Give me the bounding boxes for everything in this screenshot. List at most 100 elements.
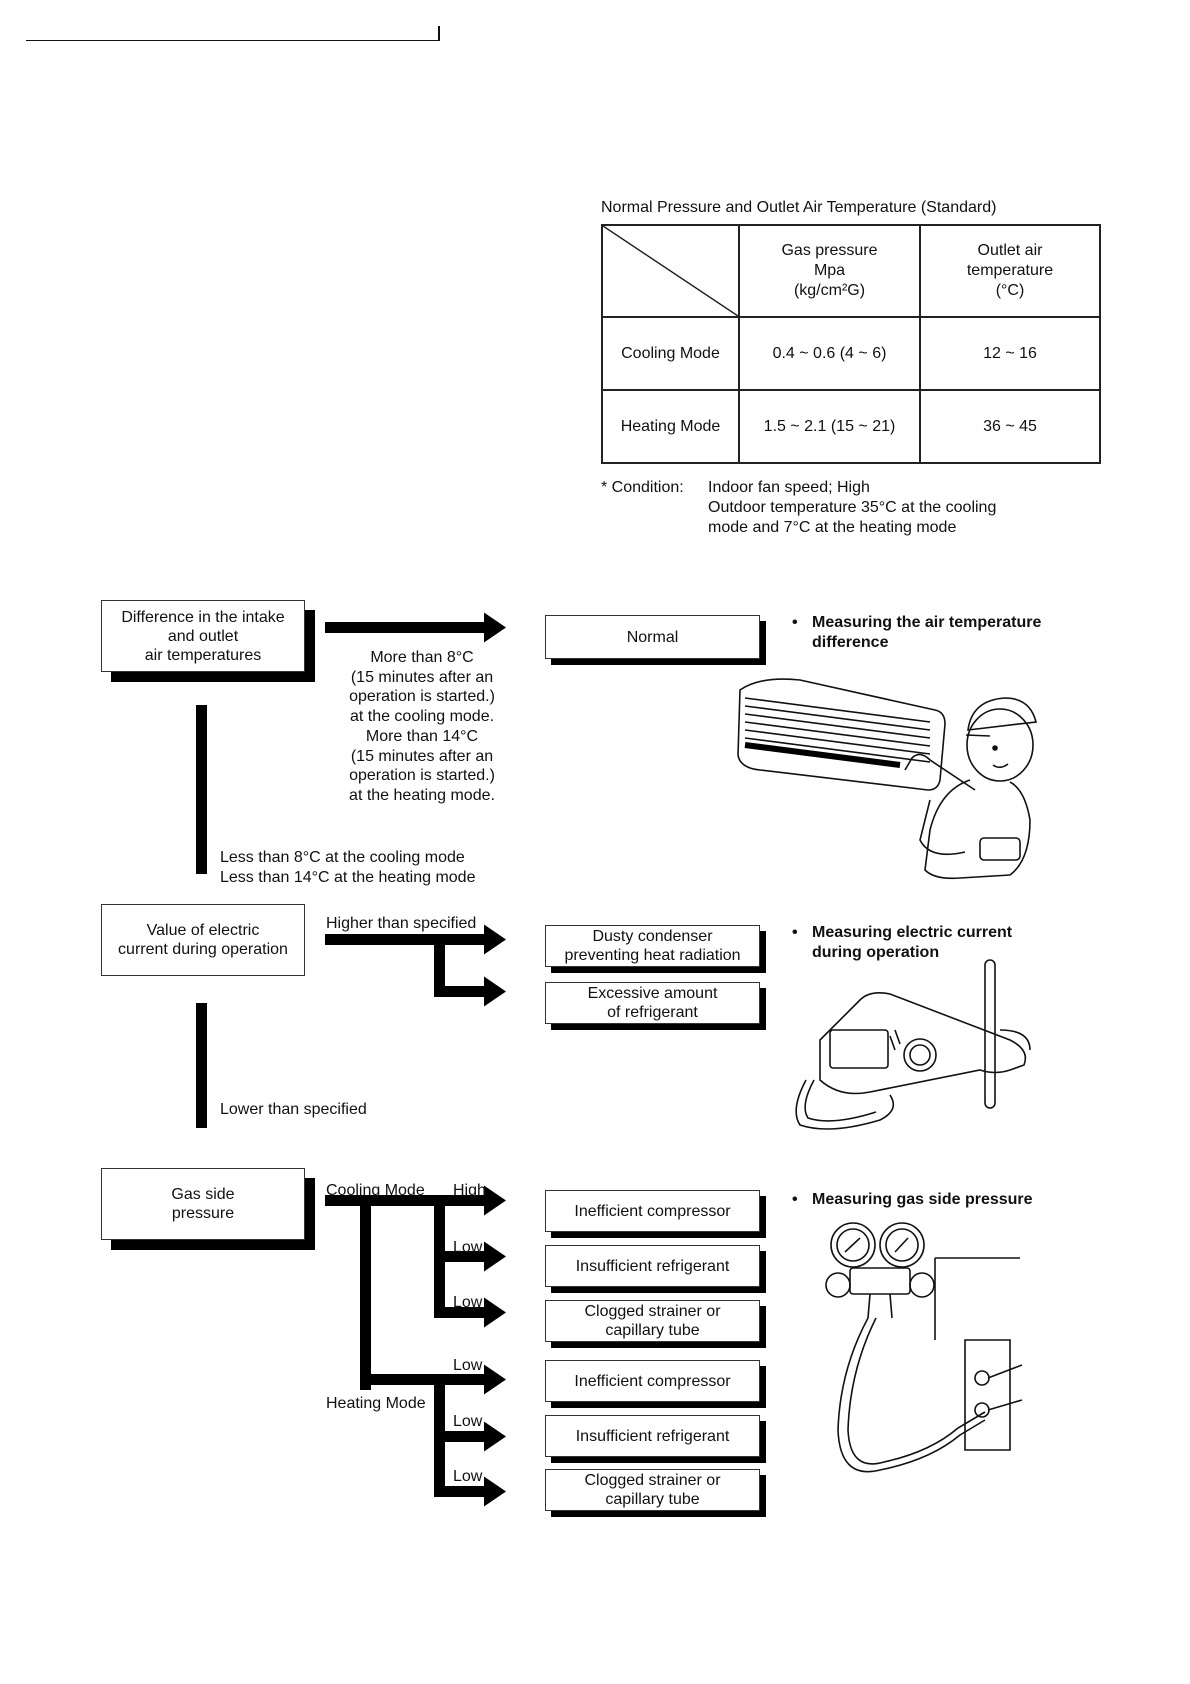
header-outlet-temp: Outlet air temperature (°C) [919,224,1101,318]
result-line: preventing heat radiation [564,947,741,964]
level-label: Low [453,1413,483,1430]
header-rule [26,40,440,41]
row-outlet: 36 ~ 45 [919,389,1101,464]
technician-measuring-indoor-unit-icon [737,678,1037,880]
connector-box2-to-box3 [196,1003,207,1128]
row-gas: 1.5 ~ 2.1 (15 ~ 21) [738,389,921,464]
box2-line-2: current during operation [118,941,288,958]
result-line: Inefficient compressor [574,1372,731,1390]
condition-line-2: Outdoor temperature 35°C at the cooling [708,499,997,516]
header-outlet-line-3: (°C) [995,282,1025,299]
result-line: Clogged strainer or [584,1303,721,1320]
clamp-meter-icon [795,959,1031,1130]
bullet-line: Measuring the air temperature [812,614,1042,631]
result-heat-insufficient-refrigerant: Insufficient refrigerant [545,1415,760,1457]
condition-line: operation is started.) [349,688,495,706]
header-gas-line-2: Mpa [813,262,846,279]
row-mode: Cooling Mode [601,316,740,391]
box-gas-side-pressure: Gas side pressure [101,1168,305,1240]
row-gas: 0.4 ~ 0.6 (4 ~ 6) [738,316,921,391]
box1-line-1: Difference in the intake [121,608,285,626]
condition-more-than: More than 8°C (15 minutes after an opera… [334,648,510,806]
branch-vertical-higher [434,940,445,996]
label-lower-than-specified: Lower than specified [220,1101,367,1118]
level-label: Low [453,1294,483,1311]
bullet-electric-current: • Measuring electric current during oper… [792,923,1012,963]
bullet-dot: • [792,614,798,631]
table-caption: Normal Pressure and Outlet Air Temperatu… [601,199,997,216]
condition-less-than: Less than 8°C at the cooling mode Less t… [220,848,475,888]
level-label: High [453,1182,486,1199]
arrow-shaft-cool-high [325,1195,485,1206]
arrow-shaft-higher [325,934,485,945]
result-line: Clogged strainer or [584,1472,721,1489]
bullet-gas-pressure: • Measuring gas side pressure [792,1190,1033,1210]
result-line: of refrigerant [607,1004,698,1021]
header-outlet-line-1: Outlet air [977,242,1043,259]
condition-line: (15 minutes after an [350,668,494,686]
header-gas-line-1: Gas pressure [781,242,878,259]
bullet-line: difference [812,634,889,651]
result-excessive-refrigerant: Excessive amount of refrigerant [545,982,760,1024]
condition-line: at the heating mode. [349,786,495,804]
header-outlet-line-2: temperature [966,262,1054,279]
arrow-shaft-cool-low-1 [434,1251,485,1262]
box2-line-1: Value of electric [146,922,260,939]
level-label: Low [453,1468,483,1485]
bullet-dot: • [792,1191,798,1208]
bullet-line: Measuring gas side pressure [812,1191,1033,1208]
arrow-shaft-normal [325,622,485,633]
bullet-line: during operation [812,944,940,961]
condition-line: More than 14°C [365,727,479,745]
condition-line: (15 minutes after an [350,747,494,765]
condition-line: operation is started.) [349,767,495,785]
arrow-shaft-heat-low-2 [434,1431,485,1442]
box-air-temp-difference: Difference in the intake and outlet air … [101,600,305,672]
condition-line-3: mode and 7°C at the heating mode [708,519,957,536]
box3-line-1: Gas side [171,1186,235,1203]
header-gas-line-3: (kg/cm²G) [793,282,866,299]
box3-line-2: pressure [171,1205,235,1222]
arrow-shaft-excessive [434,986,485,997]
result-dusty-condenser: Dusty condenser preventing heat radiatio… [545,925,760,967]
result-heat-inefficient-compressor: Inefficient compressor [545,1360,760,1402]
result-line: Dusty condenser [592,928,713,945]
result-normal: Normal [545,615,760,659]
level-label: Low [453,1357,483,1374]
arrow-shaft-heat-low-3 [434,1486,485,1497]
mode-split-vertical [360,1200,371,1390]
less-line-2: Less than 14°C at the heating mode [220,869,476,886]
result-line: Excessive amount [587,985,718,1002]
row-outlet: 12 ~ 16 [919,316,1101,391]
bullet-dot: • [792,924,798,941]
connector-box1-to-box2 [196,705,207,874]
condition-line: More than 8°C [370,649,474,666]
box1-line-2: and outlet [167,627,239,645]
bullet-air-temp: • Measuring the air temperature differen… [792,613,1041,653]
table-row: Heating Mode 1.5 ~ 2.1 (15 ~ 21) 36 ~ 45 [601,389,1101,464]
result-line: capillary tube [605,1491,700,1508]
box1-line-3: air temperatures [144,646,262,664]
label-heating-mode: Heating Mode [326,1395,426,1412]
result-heat-clogged-strainer: Clogged strainer or capillary tube [545,1469,760,1511]
result-line: Insufficient refrigerant [575,1427,730,1445]
result-cool-clogged-strainer: Clogged strainer or capillary tube [545,1300,760,1342]
header-gas-pressure: Gas pressure Mpa (kg/cm²G) [738,224,921,318]
condition-line: at the cooling mode. [349,708,495,726]
condition-line-1: Indoor fan speed; High [708,479,870,496]
header-rule-tick [438,26,440,40]
label-higher-than-specified: Higher than specified [326,915,477,932]
arrow-shaft-cool-low-2 [434,1307,485,1318]
less-line-1: Less than 8°C at the cooling mode [220,849,465,866]
level-label: Low [453,1239,483,1256]
row-mode: Heating Mode [601,389,740,464]
diagonal-divider [603,226,738,316]
result-normal-label: Normal [626,628,679,646]
result-cool-insufficient-refrigerant: Insufficient refrigerant [545,1245,760,1287]
result-line: Insufficient refrigerant [575,1257,730,1275]
result-line: capillary tube [605,1322,700,1339]
result-cool-inefficient-compressor: Inefficient compressor [545,1190,760,1232]
pressure-table: Gas pressure Mpa (kg/cm²G) Outlet air te… [601,224,1101,464]
